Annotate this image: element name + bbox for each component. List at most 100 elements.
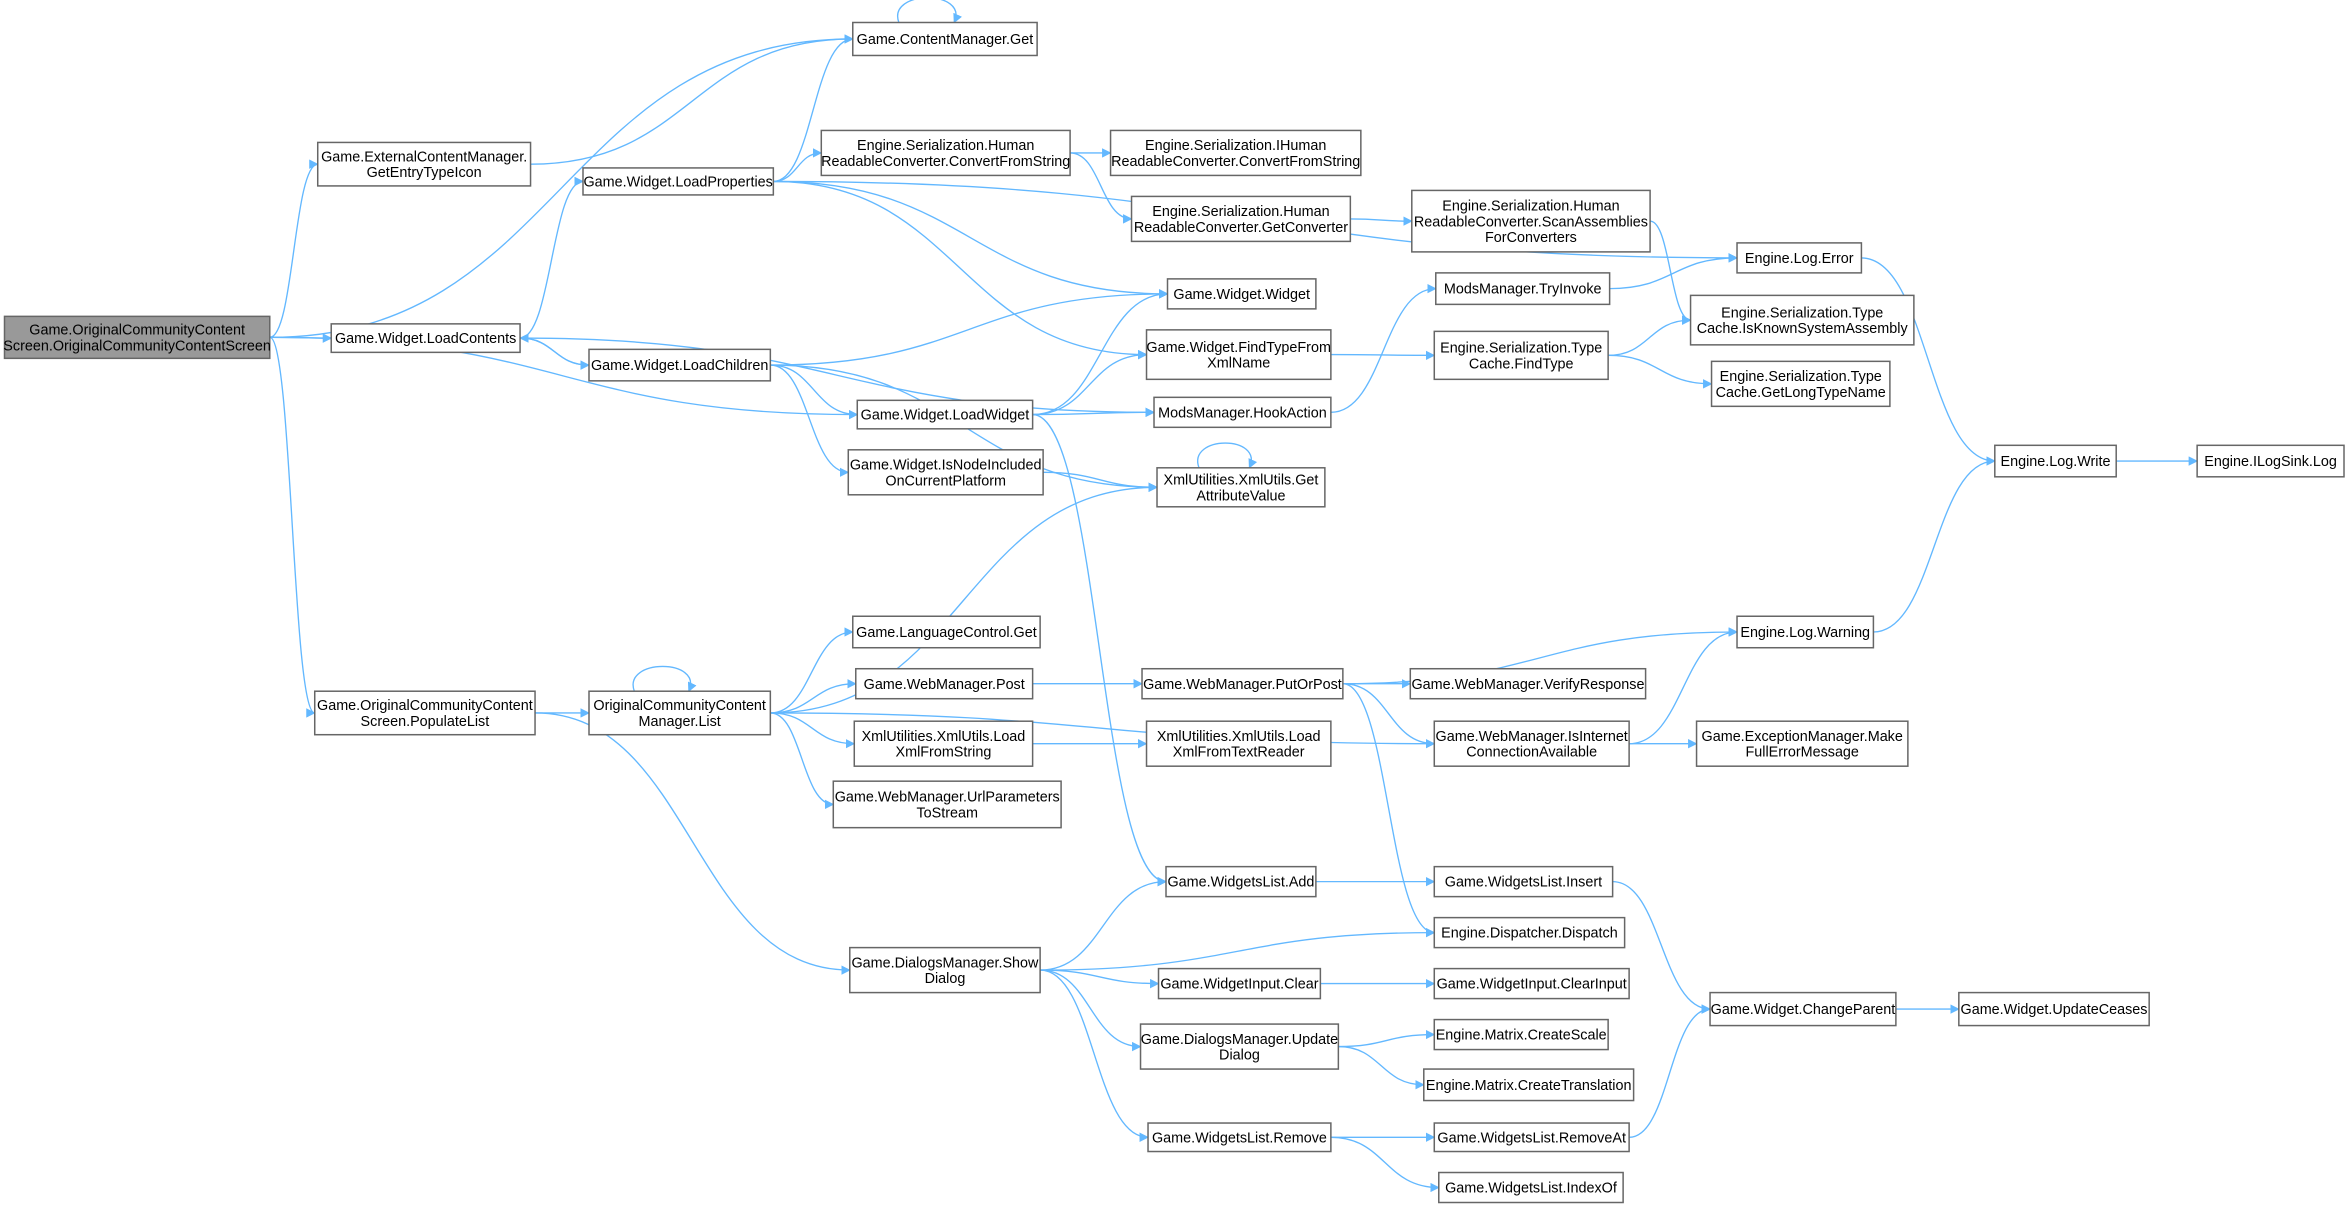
node-root[interactable]: Game.OriginalCommunityContentScreen.Orig…: [3, 315, 271, 360]
edge-show-to-upd: [1040, 969, 1142, 1052]
node-box: [1689, 294, 1915, 346]
node-chp[interactable]: Game.Widget.ChangeParent: [1709, 991, 1897, 1027]
node-lwarn[interactable]: Engine.Log.Warning: [1736, 615, 1875, 649]
edge-lprop-to-ww: [773, 180, 1169, 299]
node-label: Game.OriginalCommunityContent: [317, 698, 533, 714]
node-ctrans[interactable]: Engine.Matrix.CreateTranslation: [1423, 1068, 1635, 1102]
node-label: Screen.PopulateList: [361, 714, 490, 730]
node-lcont[interactable]: Game.Widget.LoadContents: [330, 323, 521, 354]
node-wremat[interactable]: Game.WidgetsList.RemoveAt: [1433, 1122, 1630, 1153]
node-widx[interactable]: Game.WidgetsList.IndexOf: [1438, 1171, 1624, 1204]
node-pop[interactable]: Game.WebManager.PutOrPost: [1141, 667, 1344, 700]
node-cscale[interactable]: Engine.Matrix.CreateScale: [1433, 1018, 1609, 1051]
node-hcfs[interactable]: Engine.Serialization.HumanReadableConver…: [820, 129, 1071, 177]
node-box: [1958, 991, 2150, 1027]
edge-upd-to-ctrans: [1338, 1045, 1425, 1090]
node-inet[interactable]: Game.WebManager.IsInternetConnectionAvai…: [1433, 720, 1630, 767]
node-scan[interactable]: Engine.Serialization.HumanReadableConver…: [1411, 189, 1651, 253]
node-box: [1156, 467, 1326, 508]
node-wiclr[interactable]: Game.WidgetInput.Clear: [1157, 967, 1322, 1000]
node-wadd[interactable]: Game.WidgetsList.Add: [1165, 865, 1317, 898]
edge-list-to-lxs: [770, 712, 856, 749]
node-label: Screen.OriginalCommunityContentScreen: [3, 338, 271, 354]
node-label: Game.Widget.FindTypeFrom: [1146, 340, 1331, 356]
node-wrem[interactable]: Game.WidgetsList.Remove: [1147, 1122, 1332, 1153]
node-plist[interactable]: Game.OriginalCommunityContentScreen.Popu…: [313, 690, 536, 736]
edge-list-to-lang: [770, 627, 854, 714]
node-box: [1109, 129, 1362, 177]
node-label: XmlUtilities.XmlUtils.Get: [1163, 473, 1318, 489]
node-lerr[interactable]: Engine.Log.Error: [1736, 242, 1863, 274]
node-box: [1145, 720, 1332, 767]
node-lwrite[interactable]: Engine.Log.Write: [1994, 444, 2117, 478]
node-box: [313, 690, 536, 736]
node-label: Game.WidgetsList.Remove: [1152, 1130, 1327, 1146]
node-ww[interactable]: Game.Widget.Widget: [1166, 278, 1317, 310]
node-mfem[interactable]: Game.ExceptionManager.MakeFullErrorMessa…: [1695, 720, 1909, 767]
node-box: [1710, 360, 1891, 408]
node-label: Dialog: [925, 971, 966, 987]
node-label: FullErrorMessage: [1746, 745, 1859, 761]
node-label: Game.WidgetInput.Clear: [1160, 977, 1318, 993]
node-label: Engine.Serialization.Type: [1721, 305, 1883, 321]
node-geti[interactable]: Game.ExternalContentManager.GetEntryType…: [316, 141, 532, 187]
node-wiclri[interactable]: Game.WidgetInput.ClearInput: [1433, 967, 1630, 1000]
node-label: Game.WidgetsList.RemoveAt: [1437, 1130, 1626, 1146]
node-label: Engine.ILogSink.Log: [2204, 454, 2337, 470]
node-label: Game.ContentManager.Get: [857, 32, 1034, 48]
node-label: ConnectionAvailable: [1466, 745, 1597, 761]
edge-lprop-to-ftx: [773, 180, 1148, 360]
node-disp[interactable]: Engine.Dispatcher.Dispatch: [1433, 916, 1626, 949]
node-label: Engine.Dispatcher.Dispatch: [1441, 926, 1618, 942]
node-wins[interactable]: Game.WidgetsList.Insert: [1433, 865, 1614, 898]
edge-cmget-to-cmget: [897, 0, 962, 24]
node-lprop[interactable]: Game.Widget.LoadProperties: [582, 167, 775, 196]
node-iksa[interactable]: Engine.Serialization.TypeCache.IsKnownSy…: [1689, 294, 1915, 346]
node-label: ReadableConverter.GetConverter: [1134, 220, 1348, 236]
node-box: [1433, 720, 1630, 767]
node-label: Manager.List: [639, 714, 721, 730]
node-lchild[interactable]: Game.Widget.LoadChildren: [588, 348, 772, 382]
node-label: Dialog: [1219, 1048, 1260, 1064]
node-label: ReadableConverter.ConvertFromString: [1111, 154, 1360, 170]
node-box: [853, 720, 1034, 767]
node-verify[interactable]: Game.WebManager.VerifyResponse: [1409, 667, 1647, 700]
edge-tryinv-to-lerr: [1609, 253, 1738, 290]
node-box: [1165, 865, 1317, 898]
node-inc[interactable]: Game.Widget.IsNodeIncludedOnCurrentPlatf…: [847, 449, 1044, 496]
node-label: ReadableConverter.ScanAssemblies: [1414, 214, 1648, 230]
node-label: Cache.IsKnownSystemAssembly: [1697, 321, 1909, 337]
node-hgc[interactable]: Engine.Serialization.HumanReadableConver…: [1130, 195, 1352, 243]
node-ihcfs[interactable]: Engine.Serialization.IHumanReadableConve…: [1109, 129, 1362, 177]
node-tryinv[interactable]: ModsManager.TryInvoke: [1435, 272, 1611, 306]
edge-lchild-to-inc: [770, 364, 850, 478]
edge-list-to-upts: [770, 712, 835, 810]
node-box: [1433, 916, 1626, 949]
node-box: [1695, 720, 1909, 767]
node-upc[interactable]: Game.Widget.UpdateCeases: [1958, 991, 2150, 1027]
node-lxtr[interactable]: XmlUtilities.XmlUtils.LoadXmlFromTextRea…: [1145, 720, 1332, 767]
edge-ftype-to-iksa: [1608, 315, 1692, 357]
node-lang[interactable]: Game.LanguageControl.Get: [852, 615, 1041, 649]
node-box: [1409, 667, 1647, 700]
node-hook[interactable]: ModsManager.HookAction: [1153, 396, 1332, 429]
node-sink[interactable]: Engine.ILogSink.Log: [2196, 444, 2345, 478]
edge-lwid-to-ww: [1032, 289, 1169, 416]
node-lwid[interactable]: Game.Widget.LoadWidget: [856, 399, 1034, 430]
edge-upd-to-cscale: [1338, 1029, 1436, 1048]
node-cmget[interactable]: Game.ContentManager.Get: [852, 21, 1038, 57]
edge-list-to-list: [632, 665, 697, 693]
node-label: Engine.Log.Write: [2001, 454, 2111, 470]
edge-root-to-geti: [269, 159, 319, 339]
node-gltn[interactable]: Engine.Serialization.TypeCache.GetLongTy…: [1710, 360, 1891, 408]
node-box: [1141, 667, 1344, 700]
node-post[interactable]: Game.WebManager.Post: [855, 667, 1034, 700]
